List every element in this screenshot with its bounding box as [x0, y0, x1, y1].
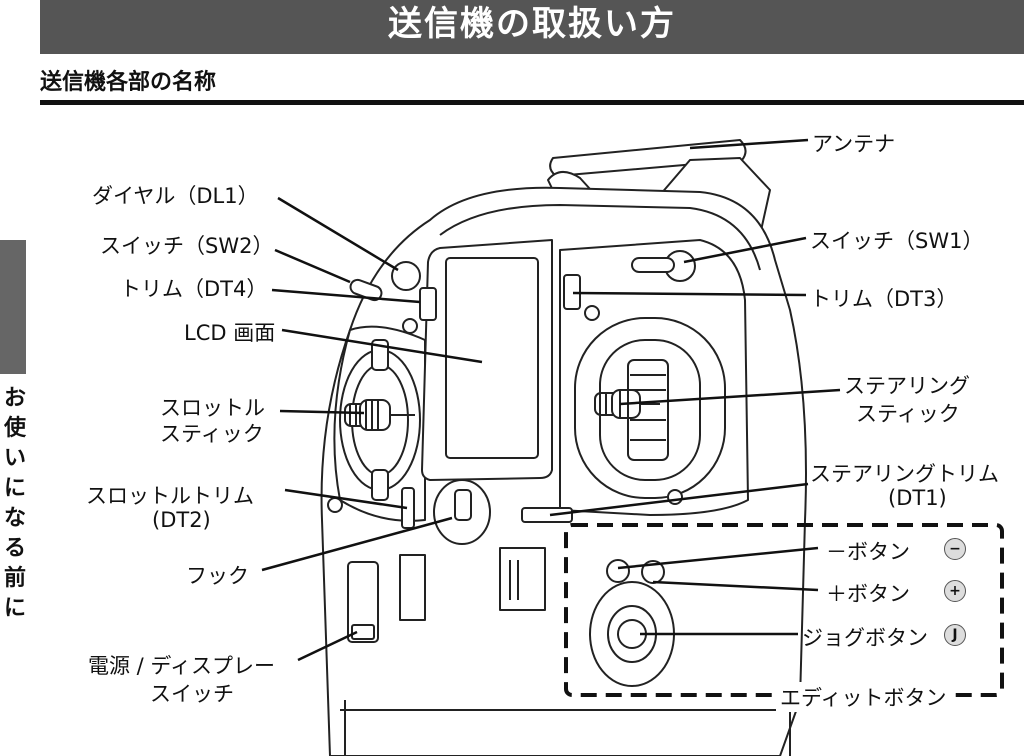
label-lcd-screen: LCD 画面: [184, 321, 276, 345]
dial-dl1-part: [391, 261, 421, 291]
hook-part: [433, 479, 491, 545]
label-minus-button: －ボタン: [826, 540, 910, 564]
plus-badge: +: [944, 578, 966, 602]
lcd-part: [421, 239, 553, 481]
leader-lines: [261, 138, 841, 662]
side-tab: [0, 240, 26, 374]
power-switch-part: [347, 561, 379, 643]
label-switch-sw1: スイッチ（SW1）: [810, 229, 984, 253]
right-stick-housing: [559, 239, 749, 516]
banner-title: 送信機の取扱い方: [388, 4, 676, 44]
trim-dt4-part: [419, 287, 437, 321]
label-plus-button: ＋ボタン: [826, 582, 910, 606]
section-rule: [40, 100, 1024, 105]
label-steering-stick-line1: ステアリング: [844, 374, 970, 398]
throttle-stick-part: [344, 399, 415, 431]
label-throttle-stick-line2: スティック: [160, 422, 264, 446]
label-throttle-trim-line1: スロットルトリム: [86, 484, 254, 508]
label-power-switch-line1: 電源 / ディスプレー: [88, 654, 275, 678]
label-trim-dt3: トリム（DT3）: [810, 287, 958, 311]
minus-button-part: [606, 559, 630, 583]
label-power-switch-line2: スイッチ: [150, 682, 234, 706]
label-edit-buttons: エディットボタン: [776, 682, 951, 712]
label-switch-sw2: スイッチ（SW2）: [100, 234, 274, 258]
label-steering-trim-line2: (DT1): [888, 486, 947, 510]
jog-badge: J: [944, 622, 966, 646]
side-tab-text: お 使 い に な る 前 に: [3, 386, 26, 621]
minus-badge: −: [944, 536, 966, 560]
label-throttle-trim-line2: (DT2): [152, 508, 211, 532]
label-antenna: アンテナ: [812, 132, 896, 156]
label-trim-dt4: トリム（DT4）: [120, 277, 268, 301]
label-throttle-stick-line1: スロットル: [160, 396, 265, 420]
page-banner: 送信機の取扱い方: [40, 0, 1024, 54]
label-jog-button: ジョグボタン: [802, 626, 928, 650]
section-title: 送信機各部の名称: [40, 70, 217, 95]
label-hook: フック: [186, 564, 249, 588]
label-steering-trim-line1: ステアリングトリム: [810, 462, 999, 486]
jog-button-part: [589, 581, 675, 687]
label-steering-stick-line2: スティック: [856, 402, 960, 426]
label-dial-dl1: ダイヤル（DL1）: [92, 184, 259, 208]
steering-trim-part: [521, 507, 573, 523]
